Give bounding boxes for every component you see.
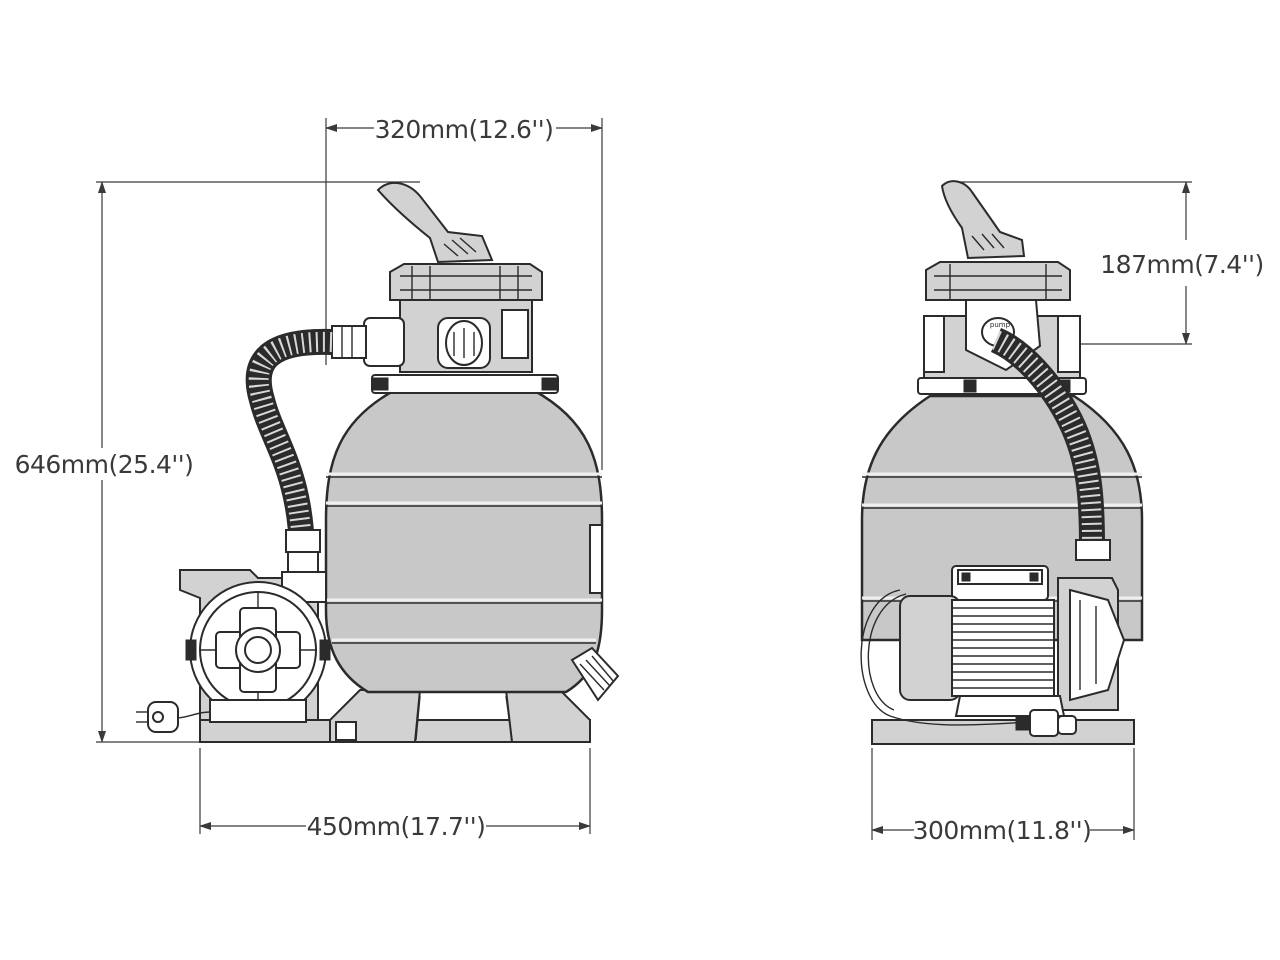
power-plug-front — [136, 701, 211, 733]
dimension-valve-height: 187mm(7.4'') — [1100, 250, 1263, 279]
dimension-front-width: 320mm(12.6'') — [375, 115, 554, 144]
side-view: pump — [860, 180, 1264, 845]
valve-lid — [389, 263, 543, 301]
valve-handle — [376, 181, 494, 264]
side-pump-motor — [899, 565, 1066, 717]
dimension-base-width: 450mm(17.7'') — [307, 812, 486, 841]
dimension-side-base-width: 300mm(11.8'') — [913, 816, 1092, 845]
hose-clamp — [285, 529, 321, 553]
power-plug-side — [860, 589, 1077, 737]
inlet-fitting — [331, 317, 405, 367]
tank-clamp — [371, 374, 559, 394]
front-pump — [179, 569, 357, 741]
side-hose-clamp — [1075, 539, 1111, 561]
filter-tank — [324, 388, 604, 694]
valve-brand-label: pump — [990, 321, 1011, 329]
side-valve-handle — [940, 180, 1026, 260]
dimension-total-height: 646mm(25.4'') — [15, 450, 194, 479]
drain-outlet — [570, 646, 620, 702]
side-valve-lid — [925, 261, 1071, 301]
tank-label-plate — [589, 524, 603, 594]
front-view: 320mm(12.6'') 646mm(25.4'') 450mm(17.7''… — [15, 115, 620, 841]
